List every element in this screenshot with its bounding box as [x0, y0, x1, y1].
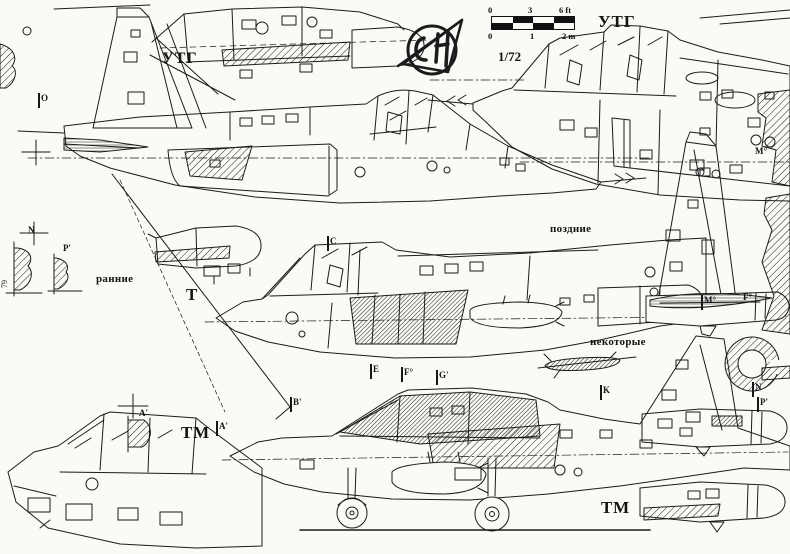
- left-edge-sections: [0, 4, 151, 297]
- sukhoi-logo-icon: [396, 18, 464, 76]
- scale-ft-3: 3: [528, 5, 533, 15]
- section-marker-g: G': [436, 370, 449, 388]
- t-nacelle-fragment: [147, 225, 262, 285]
- section-marker-m-mid: M°: [701, 295, 716, 313]
- scale-ft-6: 6 ft: [559, 5, 572, 15]
- tm-side-view: [221, 335, 790, 532]
- hatched-margins: [724, 89, 790, 392]
- scale-ft-0: 0: [488, 5, 493, 15]
- variant-label-t: Т: [186, 285, 199, 304]
- note-early: ранние: [96, 273, 134, 285]
- section-marker-b: B': [290, 397, 302, 415]
- scale-meter-row: 0 1 2 m: [486, 31, 582, 41]
- section-marker-a-tick: A': [216, 421, 228, 439]
- scale-bar-blocks: [491, 16, 575, 30]
- marker-tick: [752, 382, 754, 397]
- section-marker-f-mid: F°: [743, 292, 753, 302]
- missile-rail-detail: [537, 351, 637, 379]
- utg-tail-fin: [92, 7, 236, 129]
- marker-tick: [38, 93, 40, 108]
- scale-m-2: 2 m: [562, 31, 576, 41]
- note-late: поздние: [550, 223, 592, 235]
- scale-bar: 0 3 6 ft 0 1 2 m: [486, 5, 582, 41]
- section-marker-e: E: [370, 364, 379, 382]
- variant-label-tm-right: ТМ: [601, 498, 631, 517]
- marker-tick: [216, 421, 218, 436]
- rear-fuselage-fragment-top: [151, 6, 431, 95]
- marker-tick: [701, 295, 703, 310]
- section-marker-k: K: [600, 385, 610, 403]
- section-marker-n-right: N: [752, 382, 762, 400]
- section-marker-m-edge: M°: [755, 146, 768, 156]
- scale-feet-row: 0 3 6 ft: [486, 5, 582, 15]
- variant-label-utg-right: УТГ: [598, 12, 636, 31]
- section-marker-f-bottom: F°: [401, 367, 413, 385]
- utg-right-view: [427, 9, 790, 202]
- section-marker-c: C: [327, 236, 337, 254]
- marker-tick: [757, 397, 759, 412]
- scale-m-0: 0: [488, 31, 493, 41]
- section-marker-a-section: A': [139, 408, 148, 418]
- section-marker-p-left: P': [63, 243, 71, 253]
- marker-tick: [290, 397, 292, 412]
- section-marker-p-right: P': [757, 397, 768, 415]
- marker-tick: [600, 385, 602, 400]
- variant-label-tm-left: ТМ: [181, 423, 211, 442]
- edge-number: 79: [0, 280, 9, 288]
- marker-tick: [327, 236, 329, 251]
- scale-m-1: 1: [530, 31, 535, 41]
- tm-cockpit-fragment: [7, 393, 263, 549]
- scale-ratio: 1/72: [498, 49, 522, 64]
- section-marker-n-left: N: [28, 225, 35, 235]
- note-some: некоторые: [590, 336, 646, 348]
- marker-tick: [370, 364, 372, 379]
- variant-label-utg-left: УТГ: [162, 50, 198, 67]
- section-marker-o: O: [38, 93, 48, 111]
- utg-side-view: [17, 89, 651, 420]
- marker-tick: [401, 367, 403, 382]
- tail-unit-detail: [644, 131, 790, 337]
- marker-tick: [436, 370, 438, 385]
- tail-cone-details: [639, 408, 788, 533]
